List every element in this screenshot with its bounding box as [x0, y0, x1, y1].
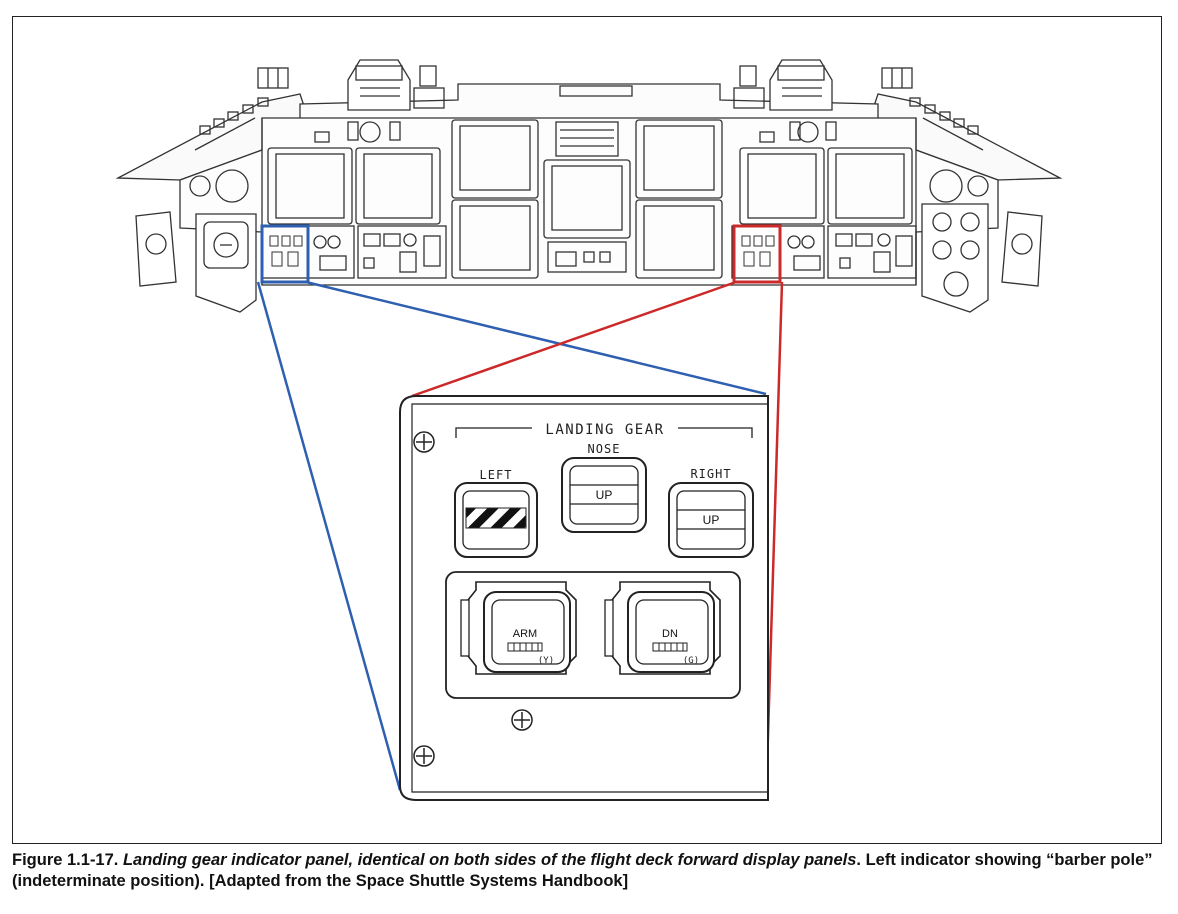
screw-icon [413, 431, 435, 453]
right-gear-indicator: UP [668, 482, 754, 558]
dn-button[interactable]: DN (G) [604, 581, 721, 675]
left-gear-indicator [454, 482, 538, 558]
dn-button-label: DN [662, 628, 678, 640]
arm-button-label: ARM [513, 628, 537, 640]
caption-rest-text: . Left indicator showing “barber pole” (… [12, 851, 1153, 890]
left-indicator-label: LEFT [480, 468, 513, 482]
left-wing-switches [199, 97, 269, 135]
right-wing-switches [909, 97, 979, 135]
caption-figure-number: Figure 1.1-17. [12, 851, 119, 869]
barber-pole-indicator [465, 507, 527, 529]
left-landing-gear-callout [256, 224, 767, 791]
nose-gear-indicator: UP [561, 457, 647, 533]
figure-illustration: LANDING GEAR LEFT NOSE UP RIGHT UP [115, 59, 1063, 801]
nose-indicator-state: UP [596, 488, 613, 502]
nose-indicator-label: NOSE [588, 442, 621, 456]
figure-caption: Figure 1.1-17. Landing gear indicator pa… [12, 850, 1172, 892]
dn-lamp-icon [652, 642, 688, 652]
arm-lamp-icon [507, 642, 543, 652]
forward-display-overview [115, 59, 1063, 313]
right-indicator-label: RIGHT [690, 467, 731, 481]
screw-icon [413, 745, 435, 767]
right-indicator-state: UP [703, 513, 720, 527]
arm-button[interactable]: ARM (Y) [460, 581, 577, 675]
dn-color-code: (G) [683, 656, 699, 666]
caption-italic-text: Landing gear indicator panel, identical … [122, 851, 857, 869]
arm-color-code: (Y) [538, 656, 554, 666]
landing-gear-panel: LANDING GEAR LEFT NOSE UP RIGHT UP [399, 395, 769, 801]
panel-title: LANDING GEAR [545, 422, 664, 438]
screw-icon [511, 709, 533, 731]
